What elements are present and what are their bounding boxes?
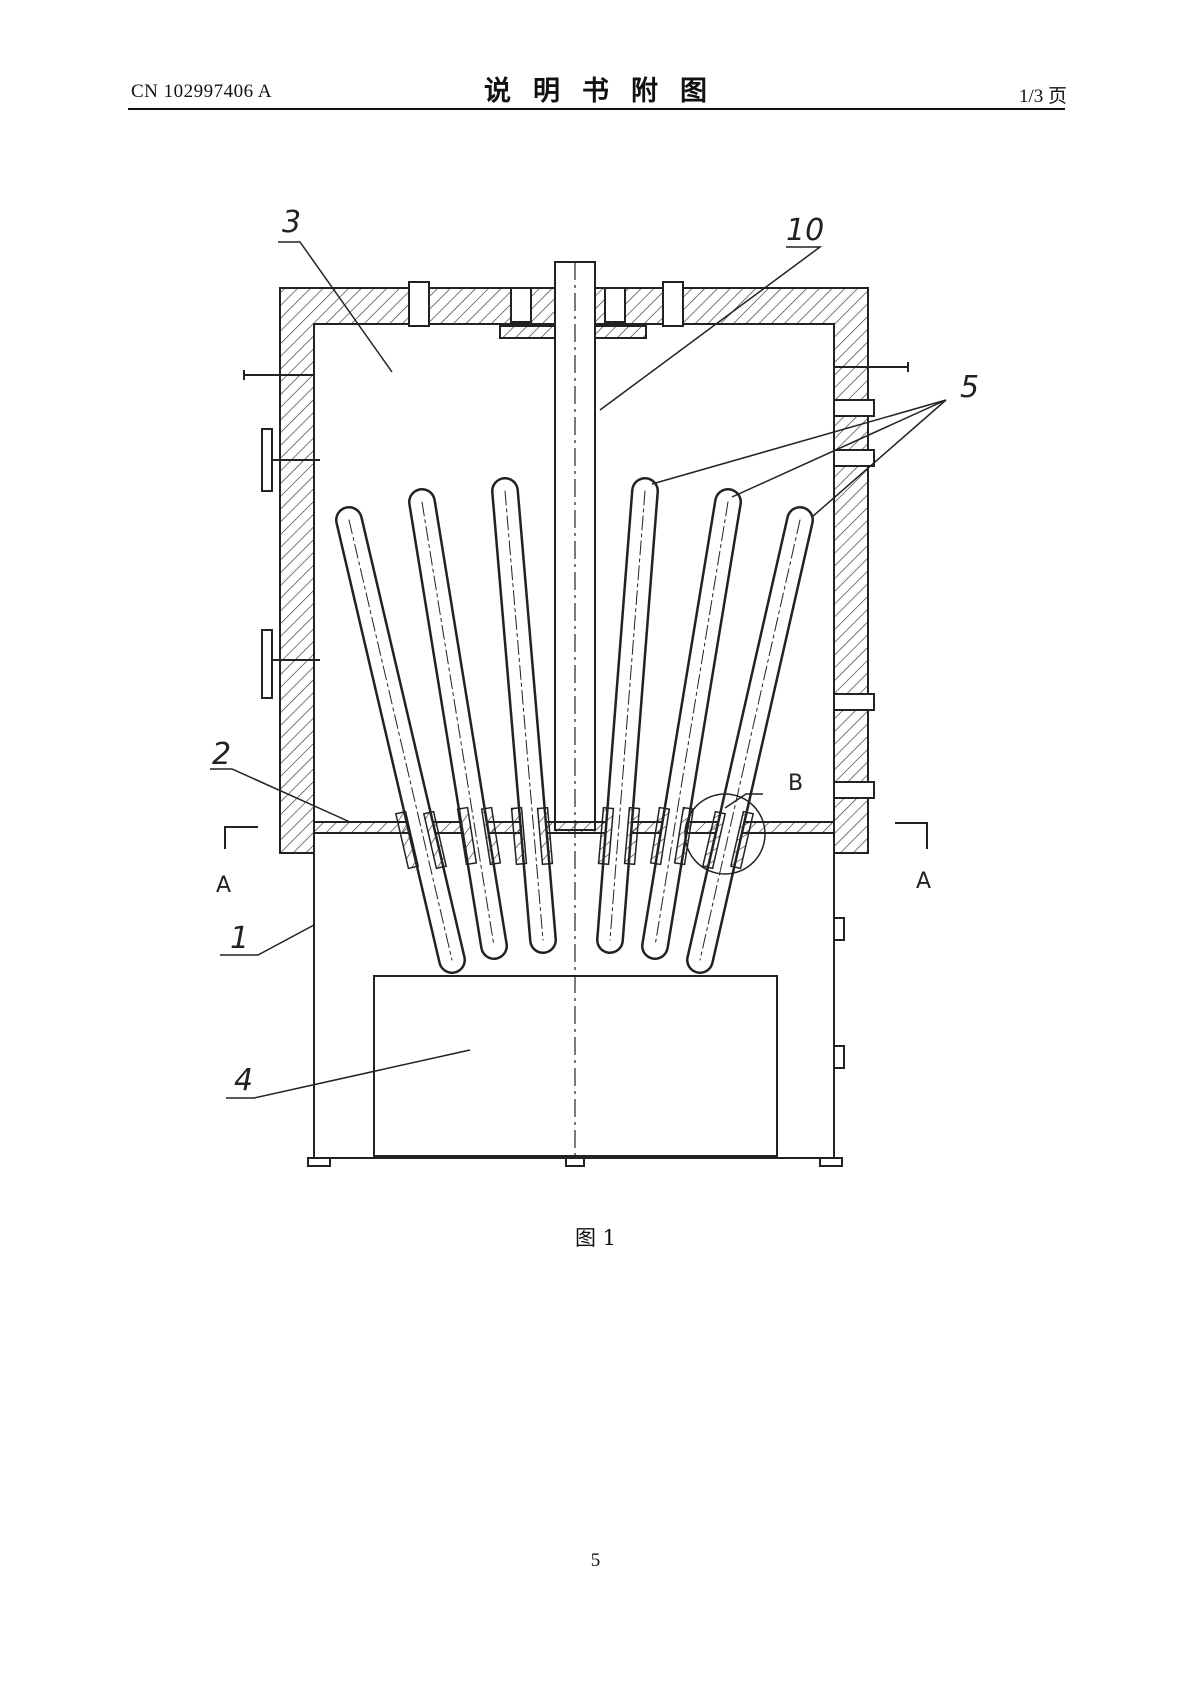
heating-rod (641, 488, 742, 960)
furnace-wall (279, 287, 869, 854)
label-5: 5 (960, 370, 979, 405)
section-markers (224, 822, 928, 849)
label-section-a-right: A (916, 869, 931, 894)
left-fittings (243, 370, 320, 699)
heating-rod (335, 506, 466, 974)
label-section-a-left: A (216, 873, 231, 898)
label-b: B (788, 771, 803, 796)
lower-box (373, 975, 778, 1157)
page-title: 说明书附图 (484, 76, 729, 107)
top-fittings (408, 281, 684, 339)
heating-rod (686, 506, 814, 974)
heating-rods (335, 477, 814, 974)
leader-lines (210, 241, 947, 1099)
page-number: 5 (590, 1550, 601, 1571)
heating-rod (491, 477, 557, 954)
detail-b-circle (684, 793, 766, 875)
partition-plate (313, 821, 835, 834)
figure-caption: 图 1 (574, 1226, 617, 1250)
label-2: 2 (212, 737, 231, 772)
label-1: 1 (230, 921, 249, 956)
label-10: 10 (786, 213, 824, 248)
header-rule (128, 108, 1065, 110)
lower-shell (307, 853, 843, 1167)
label-4: 4 (234, 1063, 253, 1098)
central-tube (554, 261, 596, 1165)
document-number: CN 102997406 A (131, 81, 273, 102)
heating-rod (596, 477, 659, 954)
rod-sleeves (394, 806, 755, 870)
heating-rod (408, 488, 508, 960)
page-count: 1/3 页 (1018, 86, 1067, 107)
label-3: 3 (282, 205, 301, 240)
right-fittings (833, 362, 909, 1069)
